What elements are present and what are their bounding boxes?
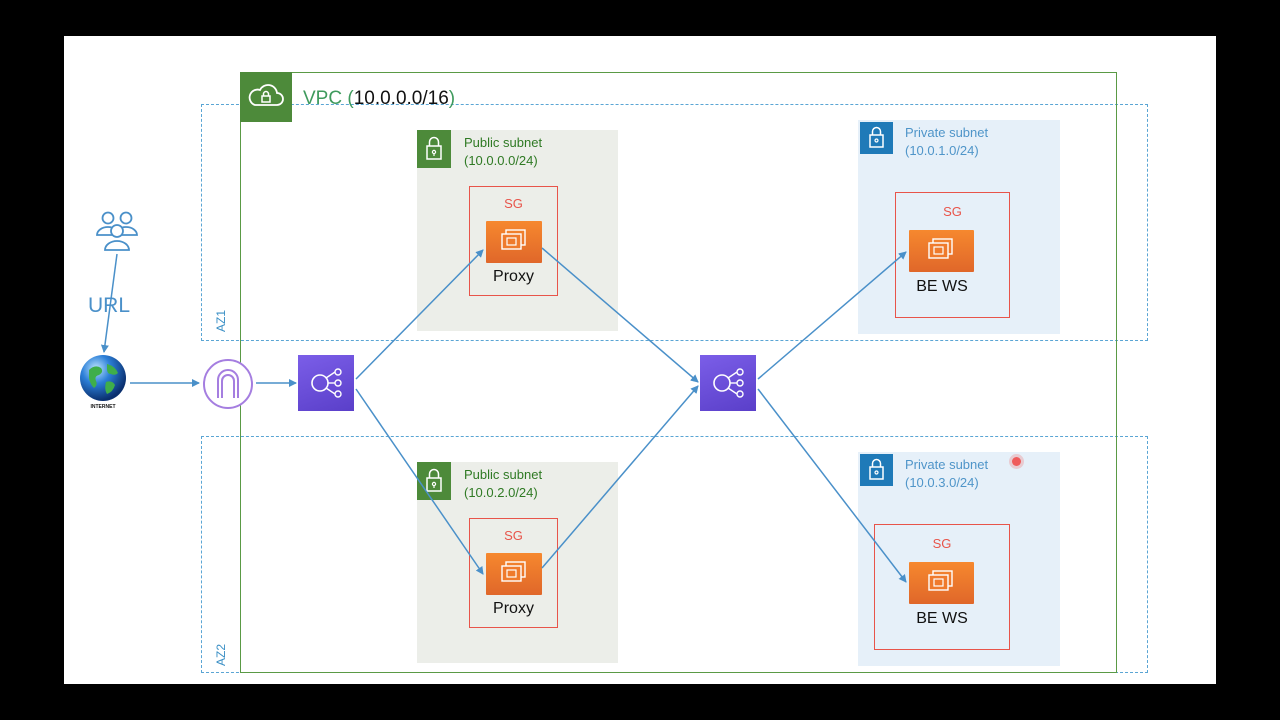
vpc-name: VPC ( [303, 88, 354, 109]
connection-arrows [100, 247, 907, 583]
private-subnet-az1 [858, 120, 1060, 334]
private-subnet-az1-cidr: (10.0.1.0/24) [905, 143, 979, 158]
security-group-backend-az1: SG BE WS [895, 192, 1010, 318]
ec2-instance-icon [909, 562, 974, 604]
load-balancer-icon [700, 355, 756, 411]
instance-label: BE WS [916, 610, 968, 627]
sg-label: SG [504, 528, 523, 543]
pointer-dot [1012, 457, 1021, 466]
url-label: URL [88, 294, 131, 317]
lock-icon [417, 462, 451, 500]
security-group-proxy-az1: SG Proxy [469, 186, 558, 296]
cloud-lock-icon [240, 72, 292, 122]
private-subnet-az2-cidr: (10.0.3.0/24) [905, 475, 979, 490]
lock-icon [860, 454, 893, 486]
private-subnet-az1-name: Private subnet [905, 125, 989, 140]
proxy-az2-to-nlb-arrow [541, 385, 699, 569]
public-subnet-az1-title: Public subnet (10.0.0.0/24) [464, 134, 542, 170]
instance-label: BE WS [916, 278, 968, 295]
private-subnet-az2 [858, 452, 1060, 666]
alb-to-proxy-az2-arrow [355, 388, 484, 575]
public-subnet-az2-cidr: (10.0.2.0/24) [464, 485, 538, 500]
ec2-instance-icon [486, 553, 542, 595]
private-subnet-az1-title: Private subnet (10.0.1.0/24) [905, 124, 988, 160]
internet-label: INTERNET [90, 404, 116, 410]
vpc-cidr: 10.0.0.0/16 [353, 88, 449, 109]
slide: AZ1 AZ2 VPC (10.0.0.0/16) Public subnet … [64, 36, 1216, 684]
internet-gateway-icon [202, 358, 254, 410]
public-subnet-az2-name: Public subnet [464, 467, 543, 482]
lock-icon [860, 122, 893, 154]
lock-icon [417, 130, 451, 168]
security-group-backend-az2: SG BE WS [874, 524, 1010, 650]
sg-label: SG [943, 204, 962, 219]
vpc-close: ) [448, 88, 456, 109]
ec2-instance-icon [909, 230, 974, 272]
public-subnet-az1-name: Public subnet [464, 135, 543, 150]
public-subnet-az2-title: Public subnet (10.0.2.0/24) [464, 466, 542, 502]
nlb-to-backend-az1-arrow [757, 251, 907, 380]
security-group-proxy-az2: SG Proxy [469, 518, 558, 628]
internet-globe-icon [79, 354, 127, 402]
sg-label: SG [932, 536, 952, 551]
users-icon [94, 208, 140, 254]
az1-zone [201, 104, 1148, 341]
sg-label: SG [504, 196, 523, 211]
public-subnet-az1-cidr: (10.0.0.0/24) [464, 153, 538, 168]
users-to-internet-arrow [100, 253, 118, 353]
alb-to-proxy-az1-arrow [355, 249, 484, 380]
ec2-instance-icon [486, 221, 542, 263]
private-subnet-az2-name: Private subnet [905, 457, 989, 472]
private-subnet-az2-title: Private subnet (10.0.3.0/24) [905, 456, 988, 492]
load-balancer-icon [298, 355, 354, 411]
instance-label: Proxy [493, 268, 534, 285]
instance-label: Proxy [493, 600, 534, 617]
proxy-az1-to-nlb-arrow [541, 247, 699, 383]
nlb-to-backend-az2-arrow [757, 388, 907, 583]
vpc-title: VPC (10.0.0.0/16) [303, 88, 455, 110]
